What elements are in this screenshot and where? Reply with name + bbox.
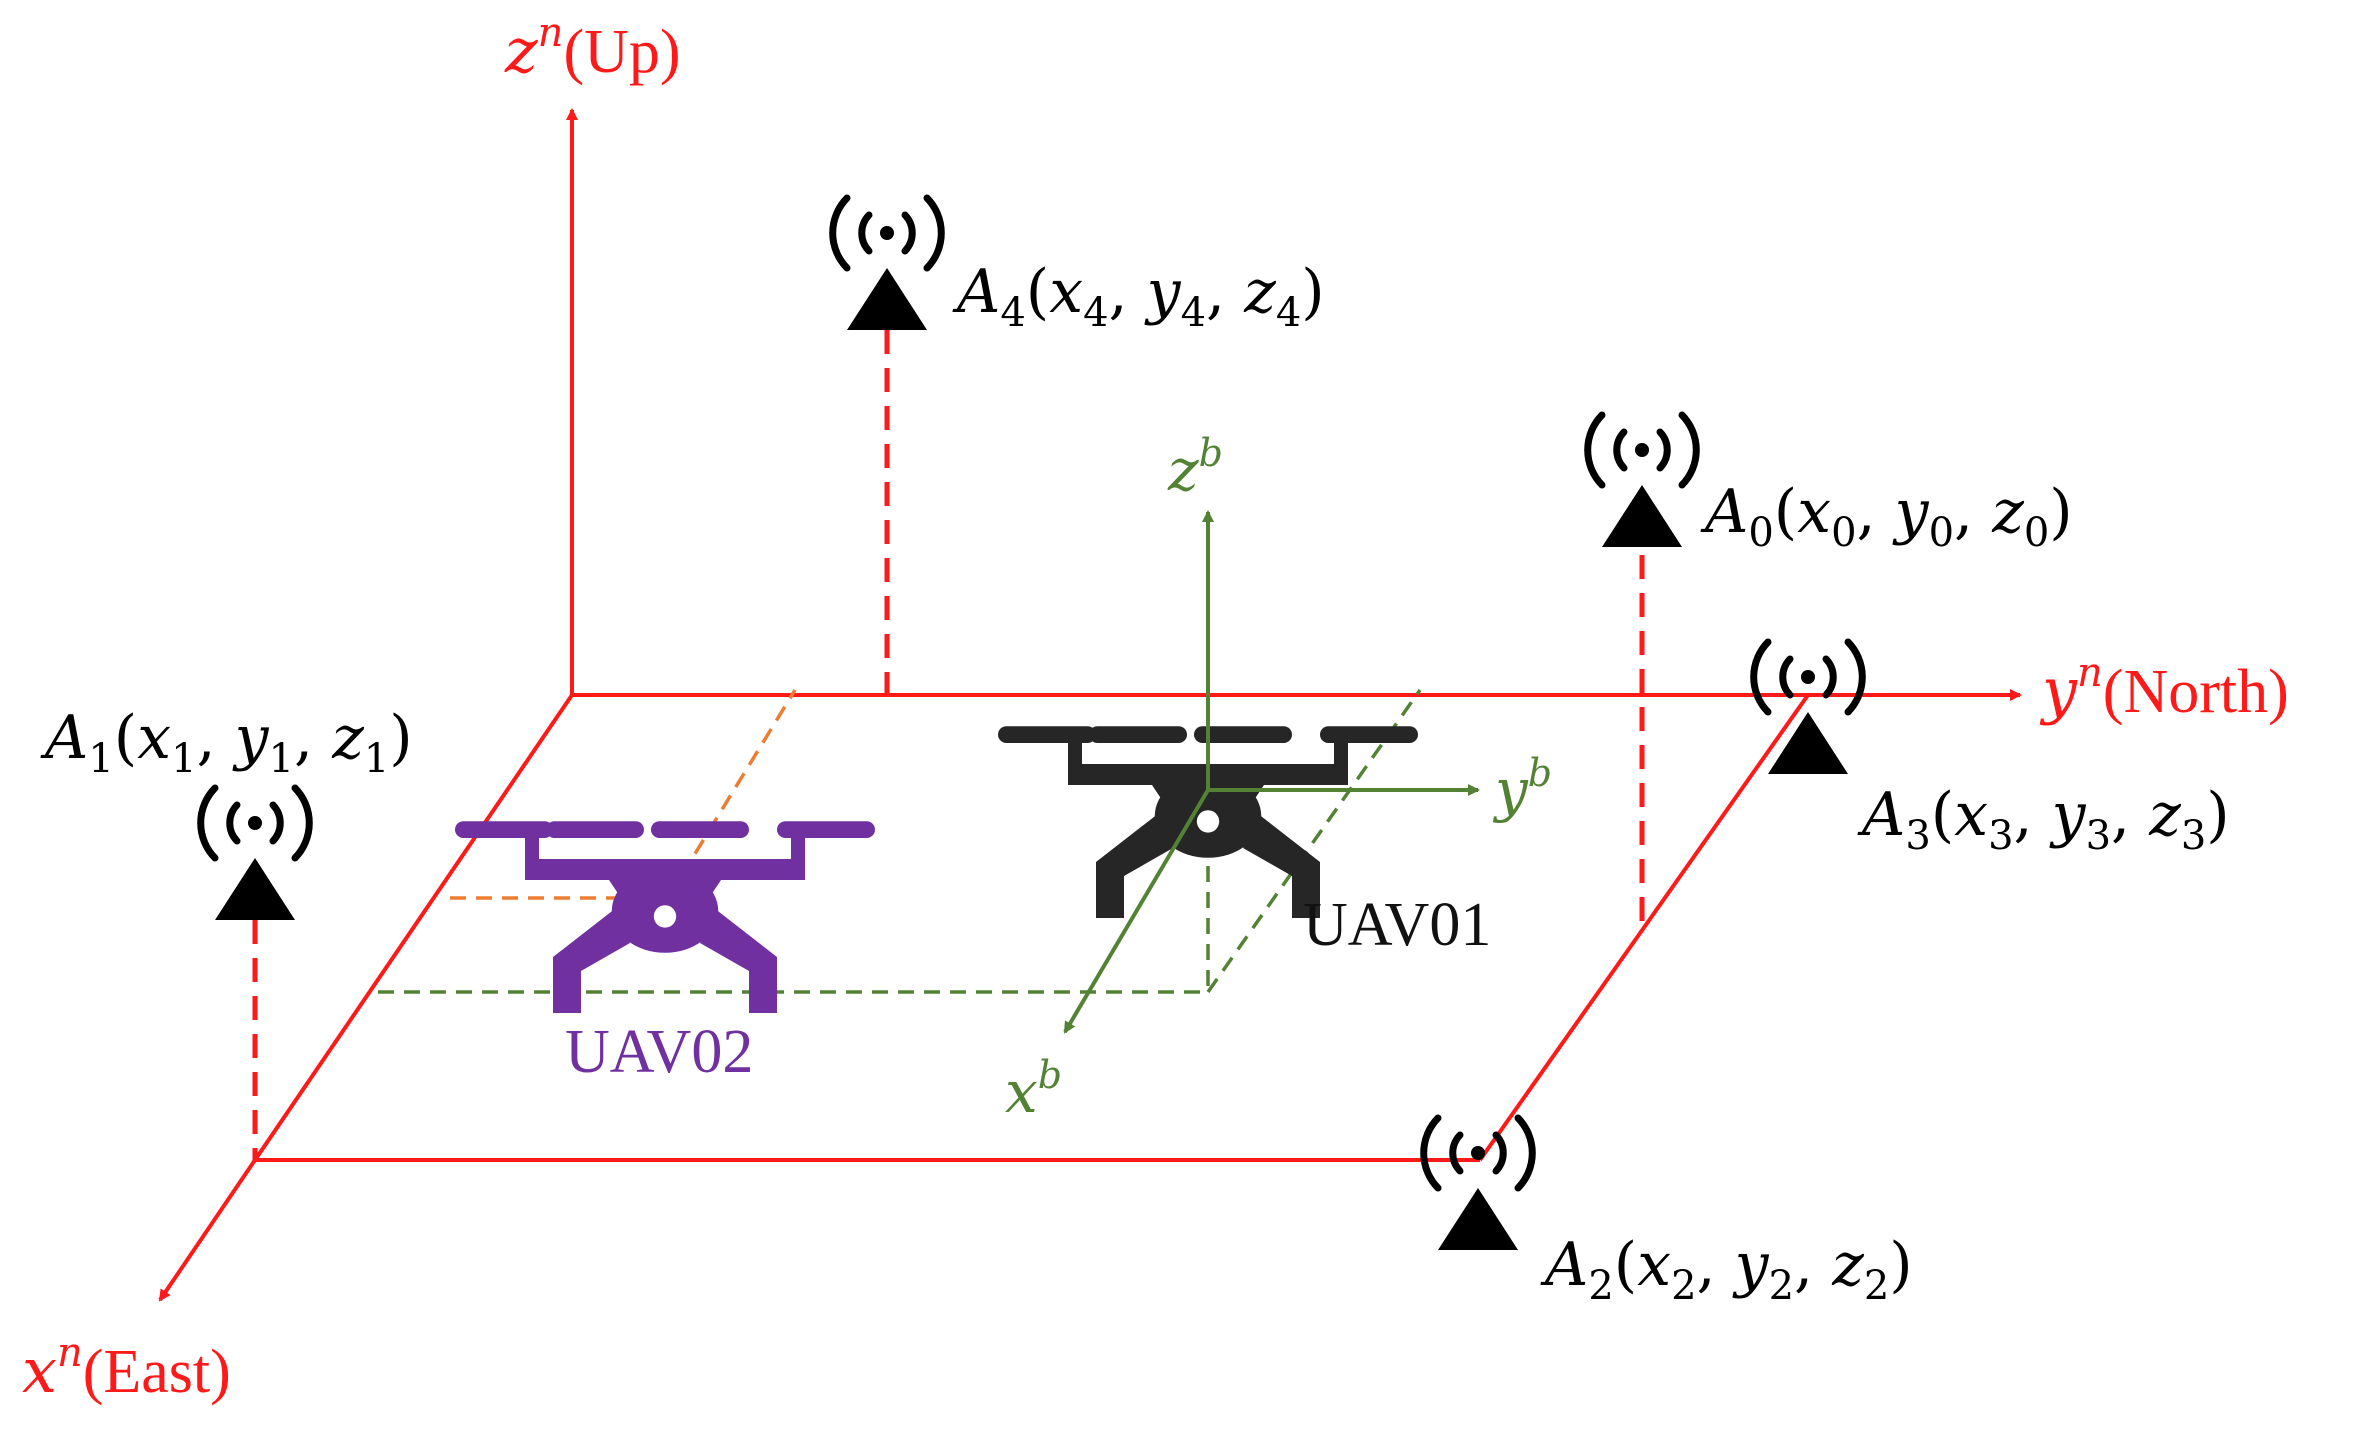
anchor-a4-label: A4(x4, y4, z4) [952, 257, 1325, 336]
anchor-a3-icon [1754, 642, 1863, 774]
anchor-projection-lines [252, 330, 1645, 1160]
plane-left-edge [253, 693, 574, 1162]
xn-axis-label: xn(East) [22, 1330, 231, 1407]
anchor-a2-icon [1424, 1118, 1533, 1250]
anchor-a4-icon [833, 198, 942, 330]
anchor-a1-label: A1(x1, y1, z1) [40, 703, 413, 782]
anchor-a3-label: A3(x3, y3, z3) [1857, 780, 2230, 859]
uav02-drone [455, 821, 875, 1013]
anchor-a2-label: A2(x2, y2, z2) [1540, 1230, 1913, 1309]
uav02-label: UAV02 [565, 1018, 753, 1086]
uav01-projection-lines [378, 688, 1422, 994]
body-frame-axes [1063, 510, 1480, 1034]
uav01-label: UAV01 [1303, 891, 1491, 959]
yb-axis-label: yb [1492, 751, 1552, 824]
anchor-labels: A0(x0, y0, z0) A1(x1, y1, z1) A2(x2, y2, z… [40, 257, 2230, 1309]
uav01-drone [998, 726, 1418, 918]
uav01-y-projection [1206, 688, 1422, 994]
anchor-a0-icon [1588, 415, 1697, 547]
xb-axis-label: xb [1005, 1053, 1062, 1126]
xb-axis-line [1063, 788, 1210, 1034]
anchor-a0-label: A0(x0, y0, z0) [1700, 477, 2073, 556]
yn-axis-label: yn(North) [2039, 650, 2289, 727]
zb-axis-label: zb [1167, 431, 1223, 504]
ground-plane [158, 108, 2022, 1302]
anchor-a1-icon [201, 788, 310, 920]
xn-axis-line [158, 1158, 257, 1302]
zn-axis-label: zn(Up) [504, 10, 681, 87]
plane-right-edge [1478, 693, 1810, 1162]
